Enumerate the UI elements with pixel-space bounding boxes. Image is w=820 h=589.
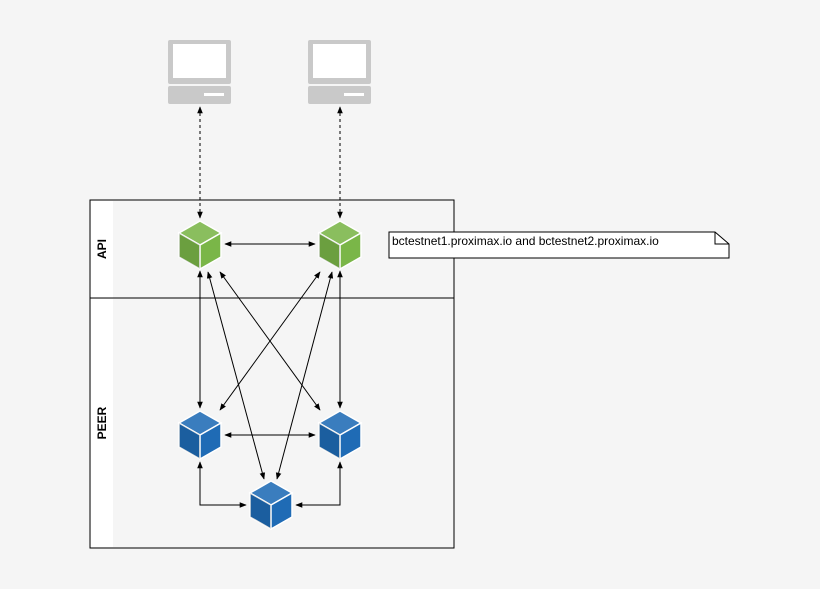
- note-text: bctestnet1.proximax.io and bctestnet2.pr…: [392, 234, 659, 248]
- lane-label-api: API: [95, 239, 109, 259]
- lane-label-peer: PEER: [95, 406, 109, 439]
- edge-peer-2-peer-3: [295, 461, 343, 508]
- edge-api-2-peer-3: [275, 271, 334, 480]
- computer-icon: [168, 40, 231, 104]
- computer-icon: [308, 40, 371, 104]
- node-connections: [197, 241, 343, 508]
- edge-peer-1-peer-3: [197, 461, 247, 508]
- api-node-cube-icon: [178, 220, 222, 270]
- peer-node-cube-icon: [249, 480, 293, 530]
- client-connections: [197, 106, 343, 219]
- peer-node-cube-icon: [178, 410, 222, 460]
- note: bctestnet1.proximax.io and bctestnet2.pr…: [388, 231, 730, 259]
- peer-node-cube-icon: [318, 410, 362, 460]
- api-node-cube-icon: [318, 220, 362, 270]
